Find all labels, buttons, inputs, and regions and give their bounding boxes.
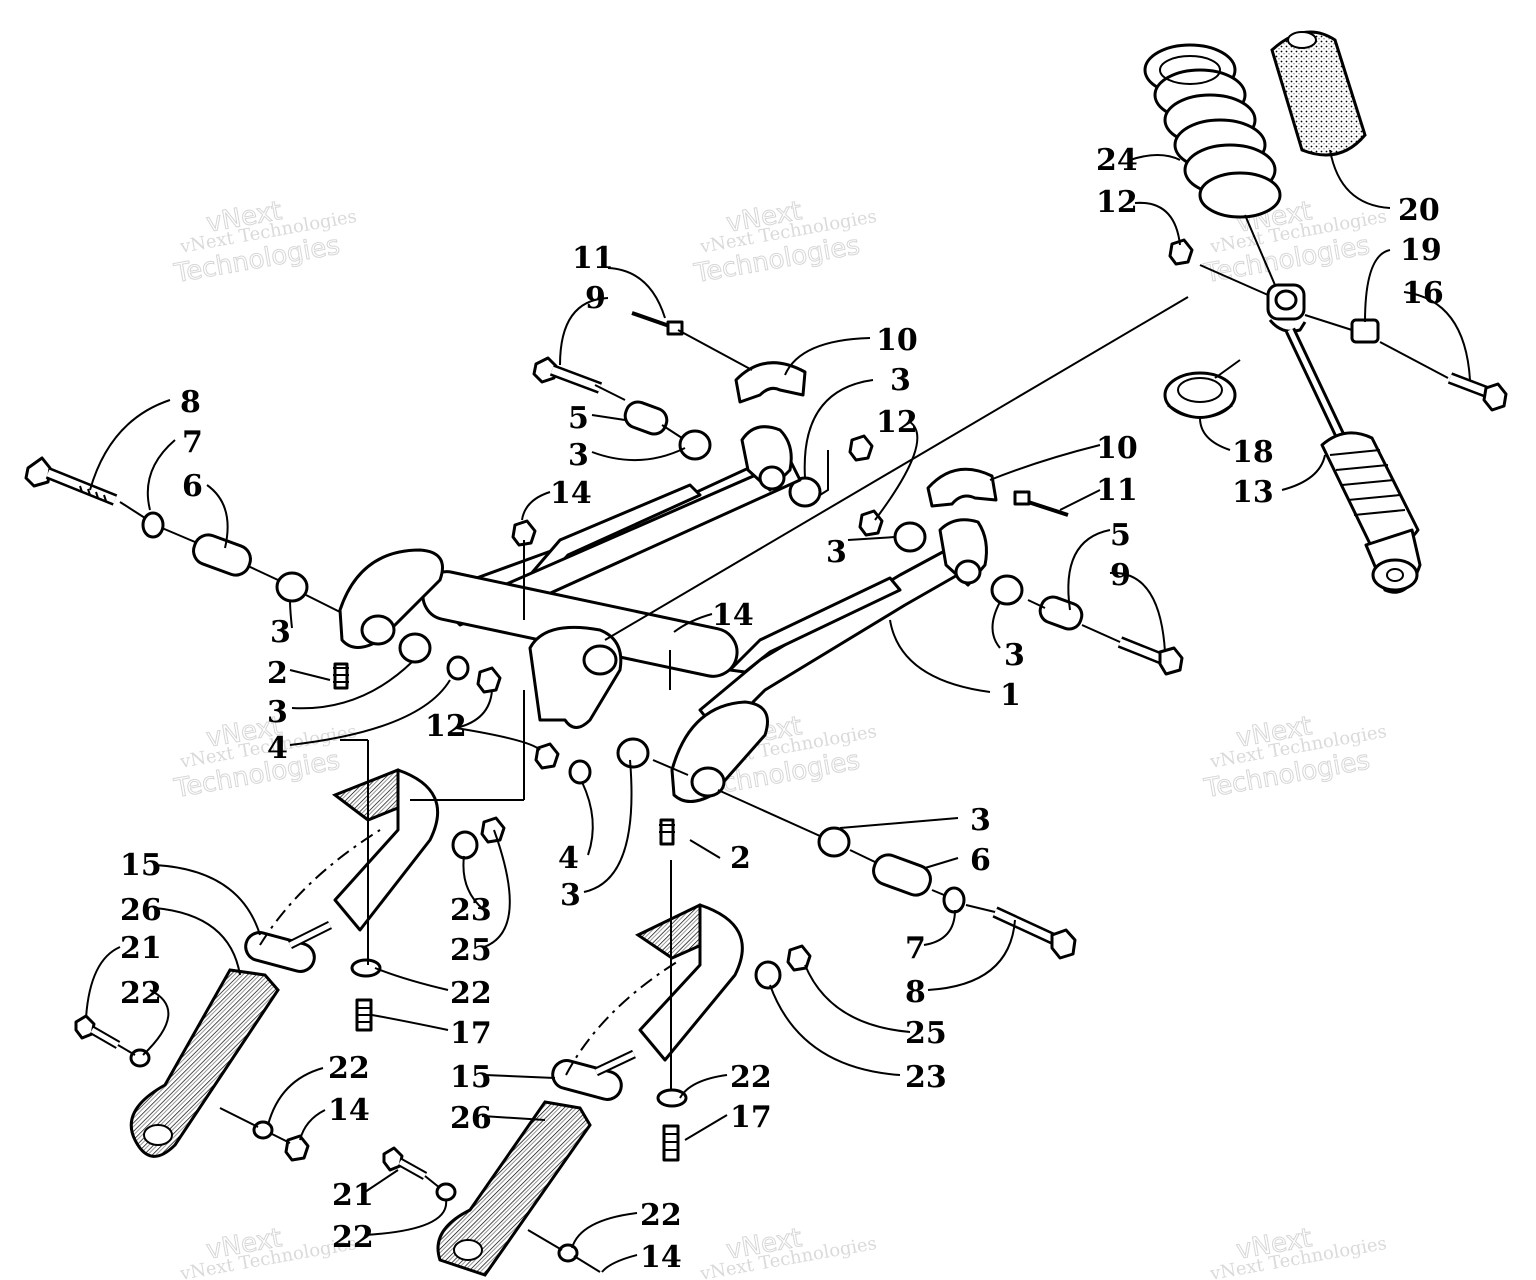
callout-5: 5 — [1110, 518, 1131, 553]
callout-17: 17 — [730, 1100, 772, 1135]
shock-absorber — [1266, 283, 1422, 594]
callout-12: 12 — [1096, 185, 1138, 220]
callout-9: 9 — [1110, 558, 1131, 593]
callout-21: 21 — [332, 1178, 374, 1213]
callout-22: 22 — [450, 976, 492, 1011]
callout-12: 12 — [425, 709, 467, 744]
callout-8: 8 — [905, 975, 926, 1010]
callout-13: 13 — [1232, 475, 1274, 510]
callout-22: 22 — [120, 976, 162, 1011]
callout-3: 3 — [568, 438, 589, 473]
callout-18: 18 — [1232, 435, 1274, 470]
callout-3: 3 — [560, 878, 581, 913]
callout-10: 10 — [876, 323, 918, 358]
callout-22: 22 — [328, 1051, 370, 1086]
callout-14: 14 — [712, 598, 754, 633]
leader-lines — [85, 149, 1471, 1273]
callout-3: 3 — [270, 615, 291, 650]
parts-layer — [24, 30, 1508, 1277]
callout-14: 14 — [550, 476, 592, 511]
callout-14: 14 — [328, 1093, 370, 1128]
callout-22: 22 — [640, 1198, 682, 1233]
callout-6: 6 — [182, 469, 203, 504]
callout-7: 7 — [182, 425, 203, 460]
callout-22: 22 — [730, 1060, 772, 1095]
callout-11: 11 — [572, 241, 614, 276]
callout-25: 25 — [905, 1016, 947, 1051]
callout-21: 21 — [120, 931, 162, 966]
callout-23: 23 — [905, 1060, 947, 1095]
callout-2: 2 — [730, 841, 751, 876]
callout-3: 3 — [267, 695, 288, 730]
callout-labels: 1 2 2 3 3 3 3 3 3 3 3 3 4 4 5 5 6 6 7 7 … — [120, 143, 1444, 1275]
callout-25: 25 — [450, 933, 492, 968]
callout-23: 23 — [450, 893, 492, 928]
callout-4: 4 — [267, 731, 288, 766]
callout-14: 14 — [640, 1240, 682, 1275]
callout-15: 15 — [450, 1060, 492, 1095]
bolts — [24, 311, 1508, 1180]
callout-11: 11 — [1096, 473, 1138, 508]
callout-22: 22 — [332, 1220, 374, 1255]
callout-3: 3 — [1004, 638, 1025, 673]
callout-15: 15 — [120, 848, 162, 883]
callout-19: 19 — [1400, 233, 1442, 268]
callout-17: 17 — [450, 1016, 492, 1051]
callout-1: 1 — [1000, 678, 1021, 713]
callout-7: 7 — [905, 931, 926, 966]
callout-12: 12 — [876, 405, 918, 440]
rear-arm-frame — [338, 425, 988, 803]
callout-5: 5 — [568, 401, 589, 436]
callout-2: 2 — [267, 656, 288, 691]
callout-4: 4 — [558, 841, 579, 876]
hardware — [129, 238, 1194, 1263]
callout-16: 16 — [1402, 276, 1444, 311]
bump-stop — [1270, 30, 1367, 157]
callout-3: 3 — [890, 363, 911, 398]
coil-spring — [1143, 43, 1282, 219]
pivot-caps — [734, 361, 998, 508]
callout-26: 26 — [450, 1101, 492, 1136]
callout-3: 3 — [970, 803, 991, 838]
callout-10: 10 — [1096, 431, 1138, 466]
callout-8: 8 — [180, 385, 201, 420]
hatched-arms — [129, 968, 592, 1277]
callout-24: 24 — [1096, 143, 1138, 178]
callout-3: 3 — [826, 535, 847, 570]
assembly-lines — [117, 214, 1449, 1273]
spring-retainer — [1163, 371, 1237, 419]
slide-blocks — [331, 768, 744, 1062]
callout-9: 9 — [585, 281, 606, 316]
callout-6: 6 — [970, 843, 991, 878]
callout-26: 26 — [120, 893, 162, 928]
callout-20: 20 — [1398, 193, 1440, 228]
